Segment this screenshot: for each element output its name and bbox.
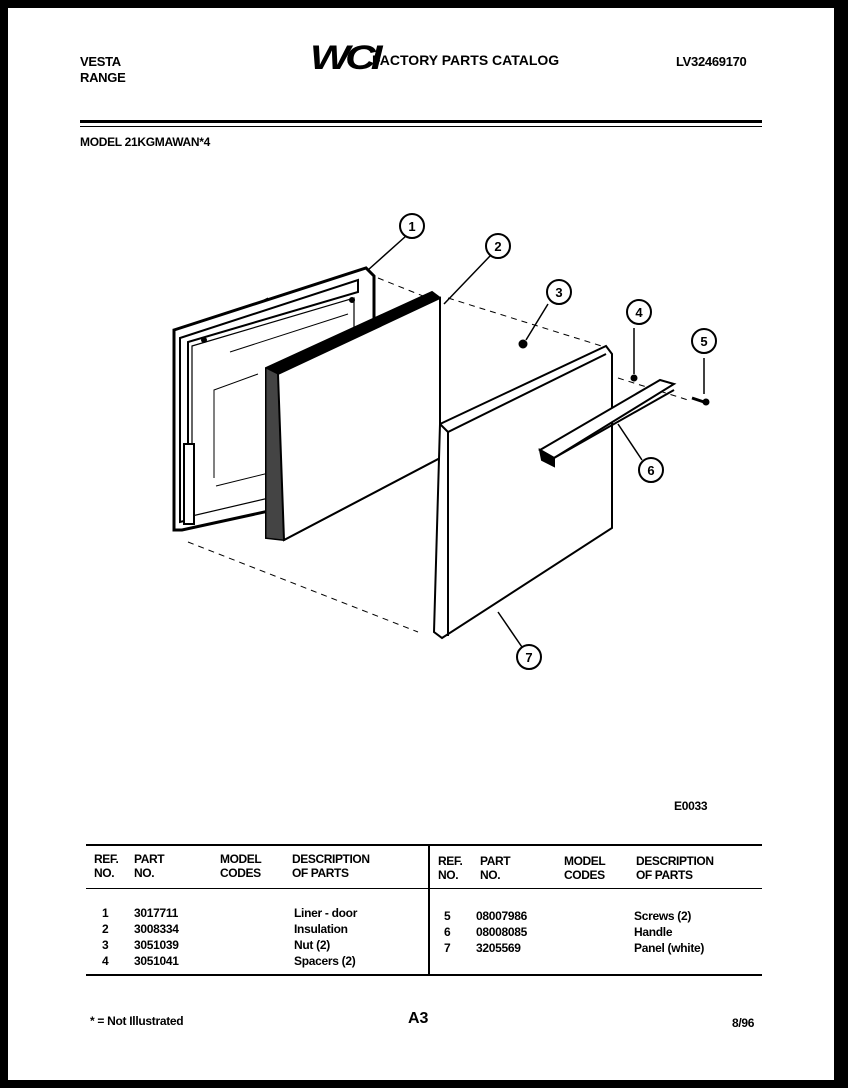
figure-code: E0033 (674, 799, 708, 813)
header-ref-left: REF.NO. (94, 852, 119, 880)
callout-4: 4 (626, 299, 652, 325)
header-rule-thin (80, 126, 762, 127)
row-ref: 2 (102, 922, 109, 936)
part-screw (691, 396, 710, 406)
not-illustrated-note: * = Not Illustrated (90, 1014, 184, 1028)
header-ref-right: REF.NO. (438, 854, 463, 882)
brand-name: VESTA (80, 54, 121, 69)
callout-3-label: 3 (555, 285, 562, 300)
table-divider (428, 844, 430, 974)
row-ref: 4 (102, 954, 109, 968)
table-header-rule (86, 888, 762, 889)
revision-date: 8/96 (732, 1016, 755, 1030)
row-description: Screws (2) (634, 909, 692, 923)
exploded-parts-diagram: 1 2 3 4 5 6 7 (172, 213, 717, 670)
catalog-title: FACTORY PARTS CATALOG (372, 52, 560, 68)
callout-leaders (367, 235, 705, 651)
row-description: Insulation (294, 922, 348, 936)
callout-5: 5 (691, 328, 717, 354)
row-part-no: 3051041 (134, 954, 179, 968)
row-description: Nut (2) (294, 938, 330, 952)
product-type: RANGE (80, 70, 126, 85)
row-description: Liner - door (294, 906, 358, 920)
page-number: A3 (408, 1010, 429, 1027)
callout-7-label: 7 (525, 650, 532, 665)
callout-1-label: 1 (408, 219, 415, 234)
row-description: Handle (634, 925, 673, 939)
row-part-no: 08008085 (476, 925, 527, 939)
wci-logo: WCI (310, 39, 383, 77)
row-ref: 7 (444, 941, 451, 955)
callout-6: 6 (638, 457, 664, 483)
callout-4-label: 4 (635, 305, 643, 320)
row-ref: 3 (102, 938, 109, 952)
header-rule-thick (80, 120, 762, 123)
row-ref: 5 (444, 909, 451, 923)
table-bottom-rule (86, 974, 762, 976)
row-ref: 6 (444, 925, 451, 939)
model-number: MODEL 21KGMAWAN*4 (80, 135, 211, 149)
callout-2-label: 2 (494, 239, 501, 254)
row-part-no: 3051039 (134, 938, 179, 952)
part-handle (538, 378, 677, 468)
row-part-no: 08007986 (476, 909, 527, 923)
row-part-no: 3205569 (476, 941, 521, 955)
row-description: Spacers (2) (294, 954, 356, 968)
callout-2: 2 (485, 233, 511, 259)
row-part-no: 3017711 (134, 906, 178, 920)
part-panel (432, 344, 613, 640)
callout-3: 3 (546, 279, 572, 305)
callout-6-label: 6 (647, 463, 654, 478)
part-spacer (630, 374, 638, 382)
row-description: Panel (white) (634, 941, 705, 955)
part-insulation (264, 290, 441, 542)
callout-1: 1 (399, 213, 425, 239)
row-part-no: 3008334 (134, 922, 179, 936)
part-nut (518, 339, 528, 349)
callout-5-label: 5 (700, 334, 707, 349)
catalog-code: LV32469170 (676, 54, 747, 69)
catalog-page: VESTA RANGE WCI FACTORY PARTS CATALOG LV… (8, 8, 834, 1080)
table-top-rule (86, 844, 762, 846)
row-ref: 1 (102, 906, 109, 920)
callout-7: 7 (516, 644, 542, 670)
